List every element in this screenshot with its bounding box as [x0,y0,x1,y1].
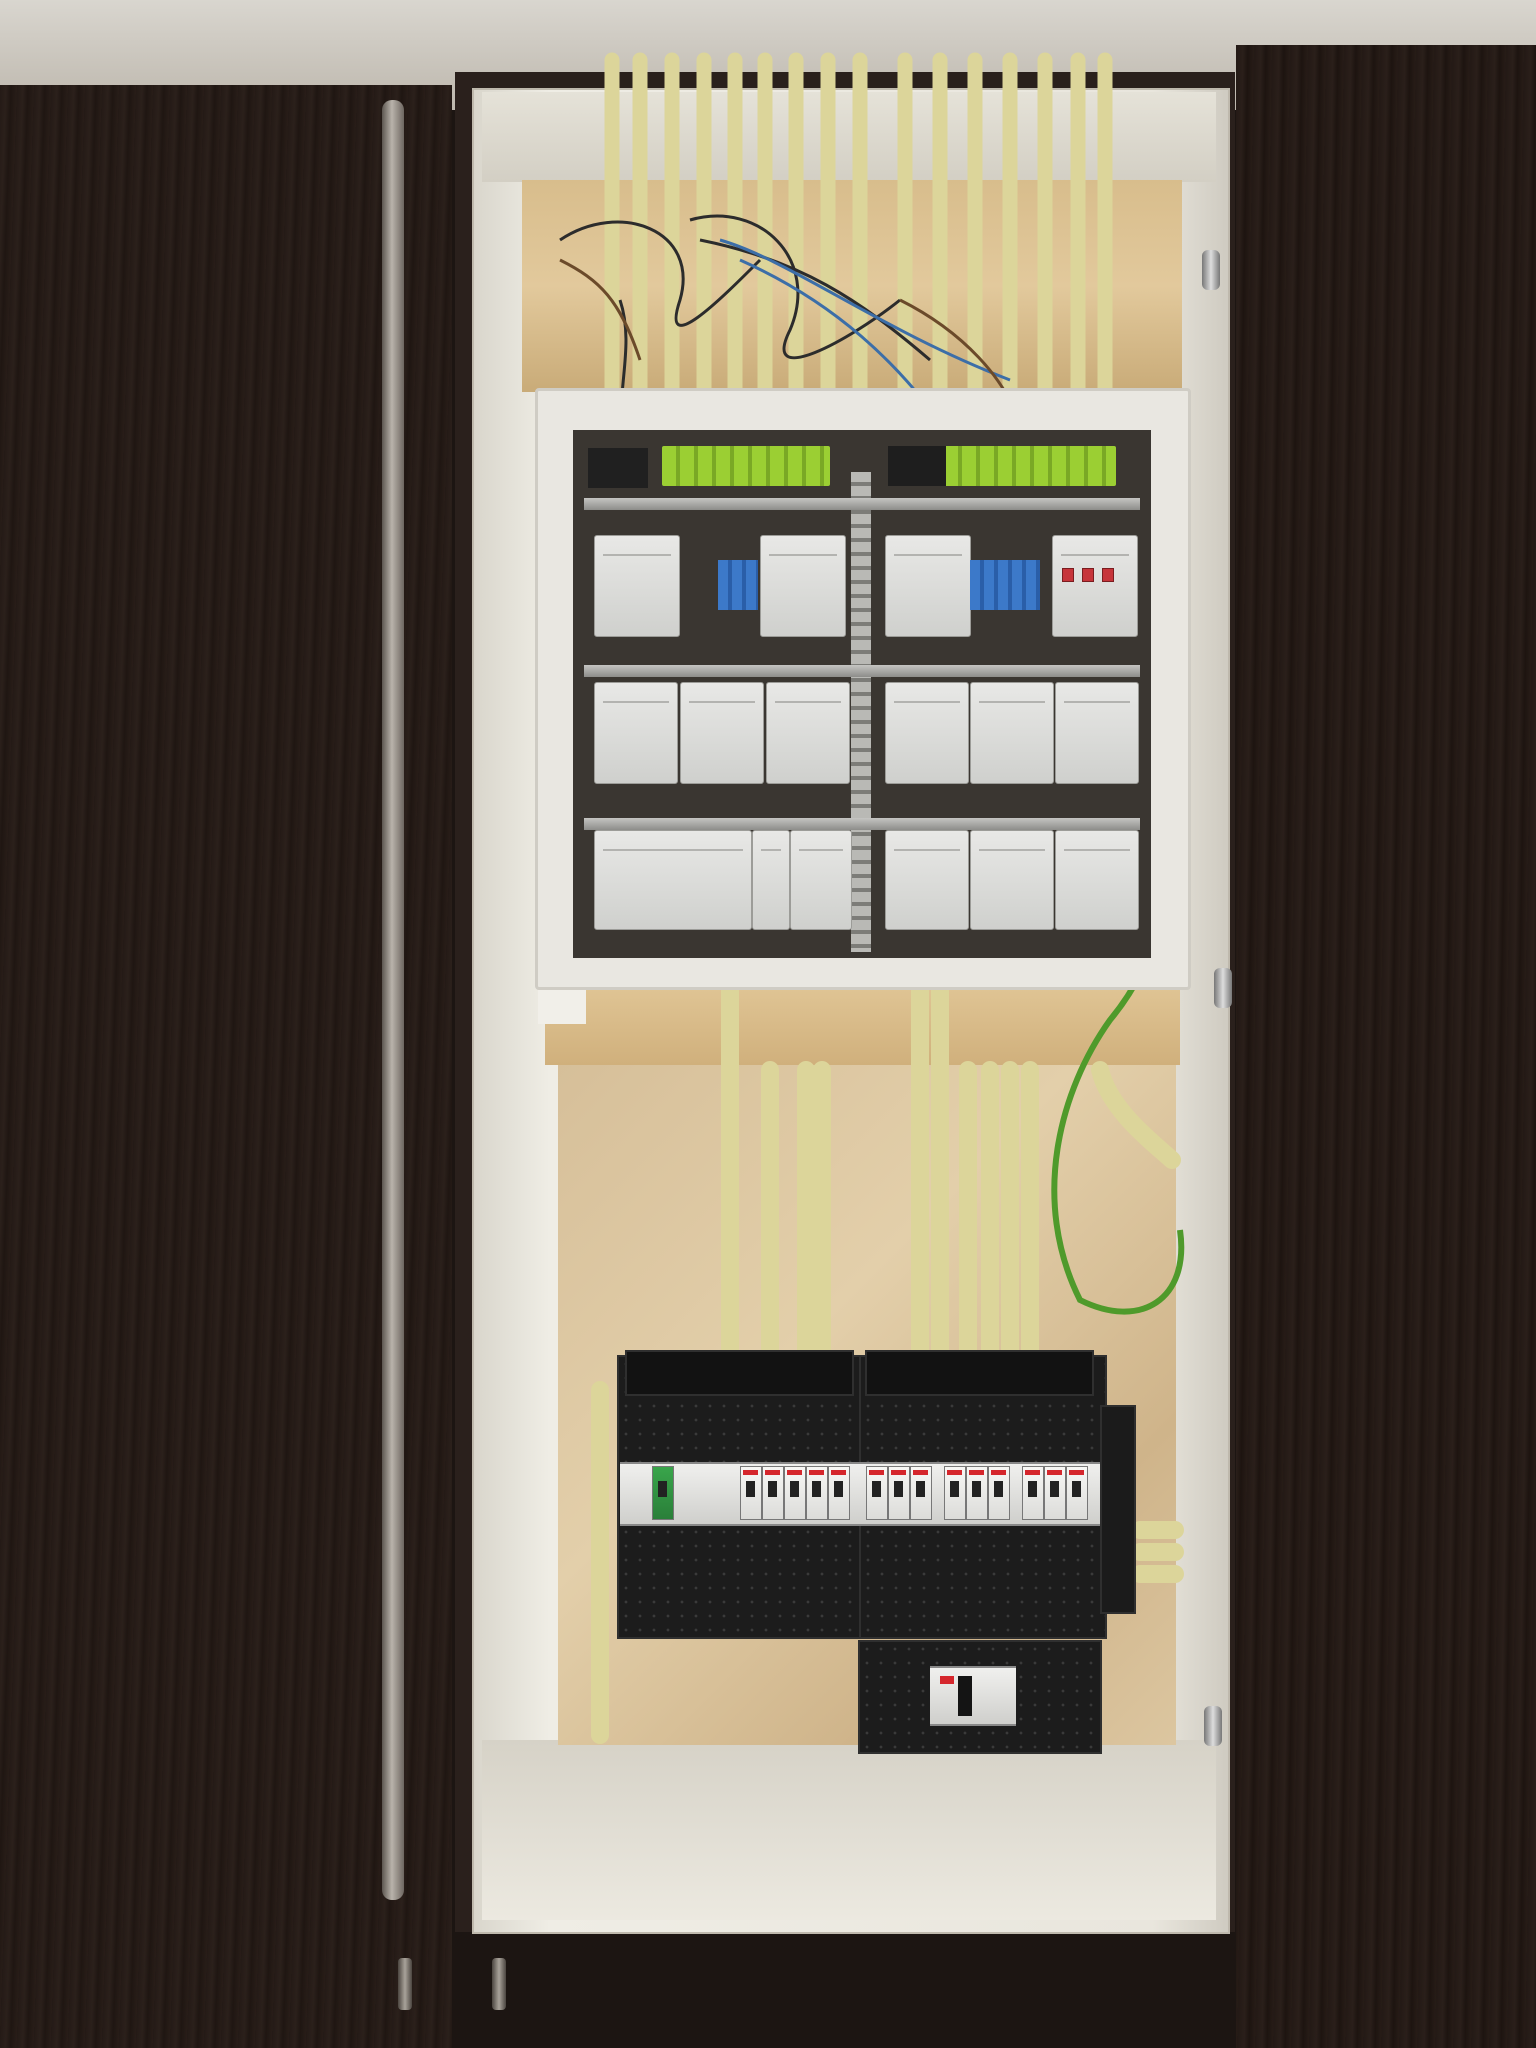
door-hinge [1202,250,1220,290]
din-module [970,830,1054,930]
green-main-switch[interactable] [652,1466,674,1520]
lower-door-knob[interactable] [398,1958,412,2010]
main-switch-housing [930,1666,1016,1726]
din-module [594,682,678,784]
circuit-breaker[interactable] [866,1466,888,1520]
door-hinge [1214,968,1232,1008]
din-module [885,682,969,784]
circuit-breaker[interactable] [966,1466,988,1520]
circuit-breaker[interactable] [888,1466,910,1520]
din-rail [584,818,1140,830]
circuit-breaker[interactable] [762,1466,784,1520]
main-switch-lever[interactable] [958,1676,972,1716]
bracket-plate [538,990,586,1024]
din-module [790,830,852,930]
wood-batten [545,985,1180,1065]
circuit-breaker[interactable] [828,1466,850,1520]
bottom-conduits [591,981,1184,1744]
vertical-din-rail [851,472,871,952]
breaker-top-cover [865,1350,1094,1396]
blue-terminal [718,560,758,610]
lower-door-knob[interactable] [492,1958,506,2010]
blue-terminal [970,560,1040,610]
din-module [970,682,1054,784]
din-module [680,682,764,784]
power-supply-module [594,830,752,930]
din-module [766,682,850,784]
din-module [594,535,680,637]
din-rail [584,665,1140,677]
terminal-block [662,446,830,486]
left-cabinet-door[interactable] [0,85,452,2048]
breaker-side-block [1100,1405,1136,1614]
red-indicator [1062,568,1074,582]
circuit-breaker[interactable] [910,1466,932,1520]
red-indicator [1102,568,1114,582]
circuit-breaker[interactable] [784,1466,806,1520]
circuit-breaker[interactable] [740,1466,762,1520]
circuit-breaker[interactable] [1022,1466,1044,1520]
din-module [1055,830,1139,930]
circuit-breaker[interactable] [1066,1466,1088,1520]
breaker-top-cover [625,1350,854,1396]
din-module [885,830,969,930]
din-module [752,830,790,930]
breaker-row [620,1462,1100,1526]
red-indicator [1082,568,1094,582]
cabinet-floor [482,1740,1216,1920]
terminal-block-black [888,446,946,486]
circuit-breaker[interactable] [944,1466,966,1520]
din-module [885,535,971,637]
din-module [1055,682,1139,784]
top-conduits [604,52,1113,398]
din-module [760,535,846,637]
door-hinge [1204,1706,1222,1746]
din-rail [584,498,1140,510]
din-module [1052,535,1138,637]
terminal-block [944,446,1116,486]
circuit-breaker[interactable] [806,1466,828,1520]
right-cabinet-panel [1236,45,1536,2048]
circuit-breaker[interactable] [988,1466,1010,1520]
main-switch-tag [940,1676,954,1684]
terminal-block-black [588,448,648,488]
door-handle[interactable] [382,100,404,1900]
circuit-breaker[interactable] [1044,1466,1066,1520]
cabinet-ceiling [482,92,1216,182]
